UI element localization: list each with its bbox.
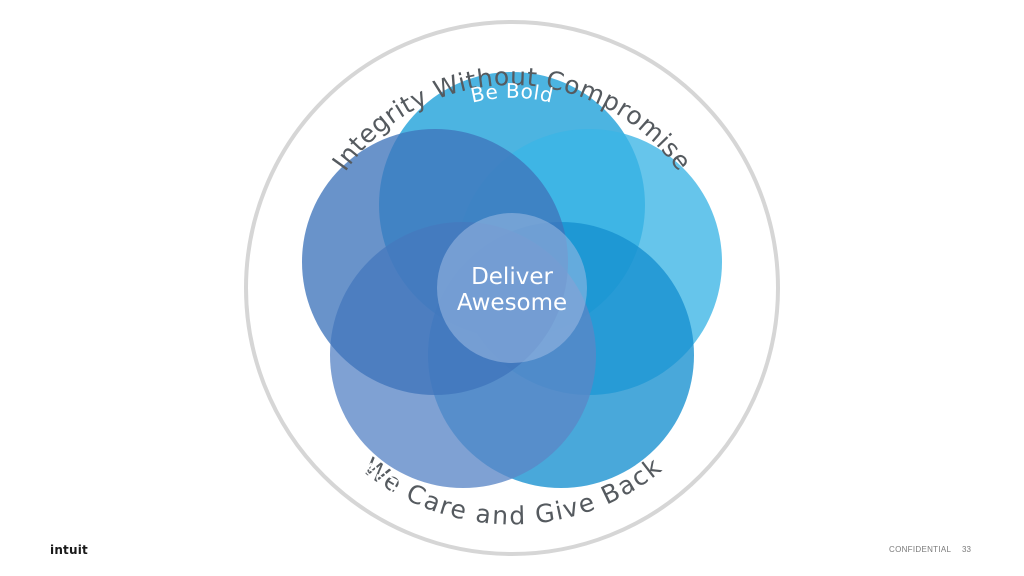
page-number: 33 <box>962 545 971 554</box>
center-label-line1: Deliver <box>471 264 553 290</box>
outer-ring <box>244 20 780 556</box>
confidential-label: CONFIDENTIAL <box>889 545 952 554</box>
intuit-logo: intuit <box>50 543 88 557</box>
center-label-line2: Awesome <box>457 290 567 316</box>
center-circle <box>437 213 587 363</box>
petal-label-be-passionate: Be Passionate <box>721 105 799 249</box>
